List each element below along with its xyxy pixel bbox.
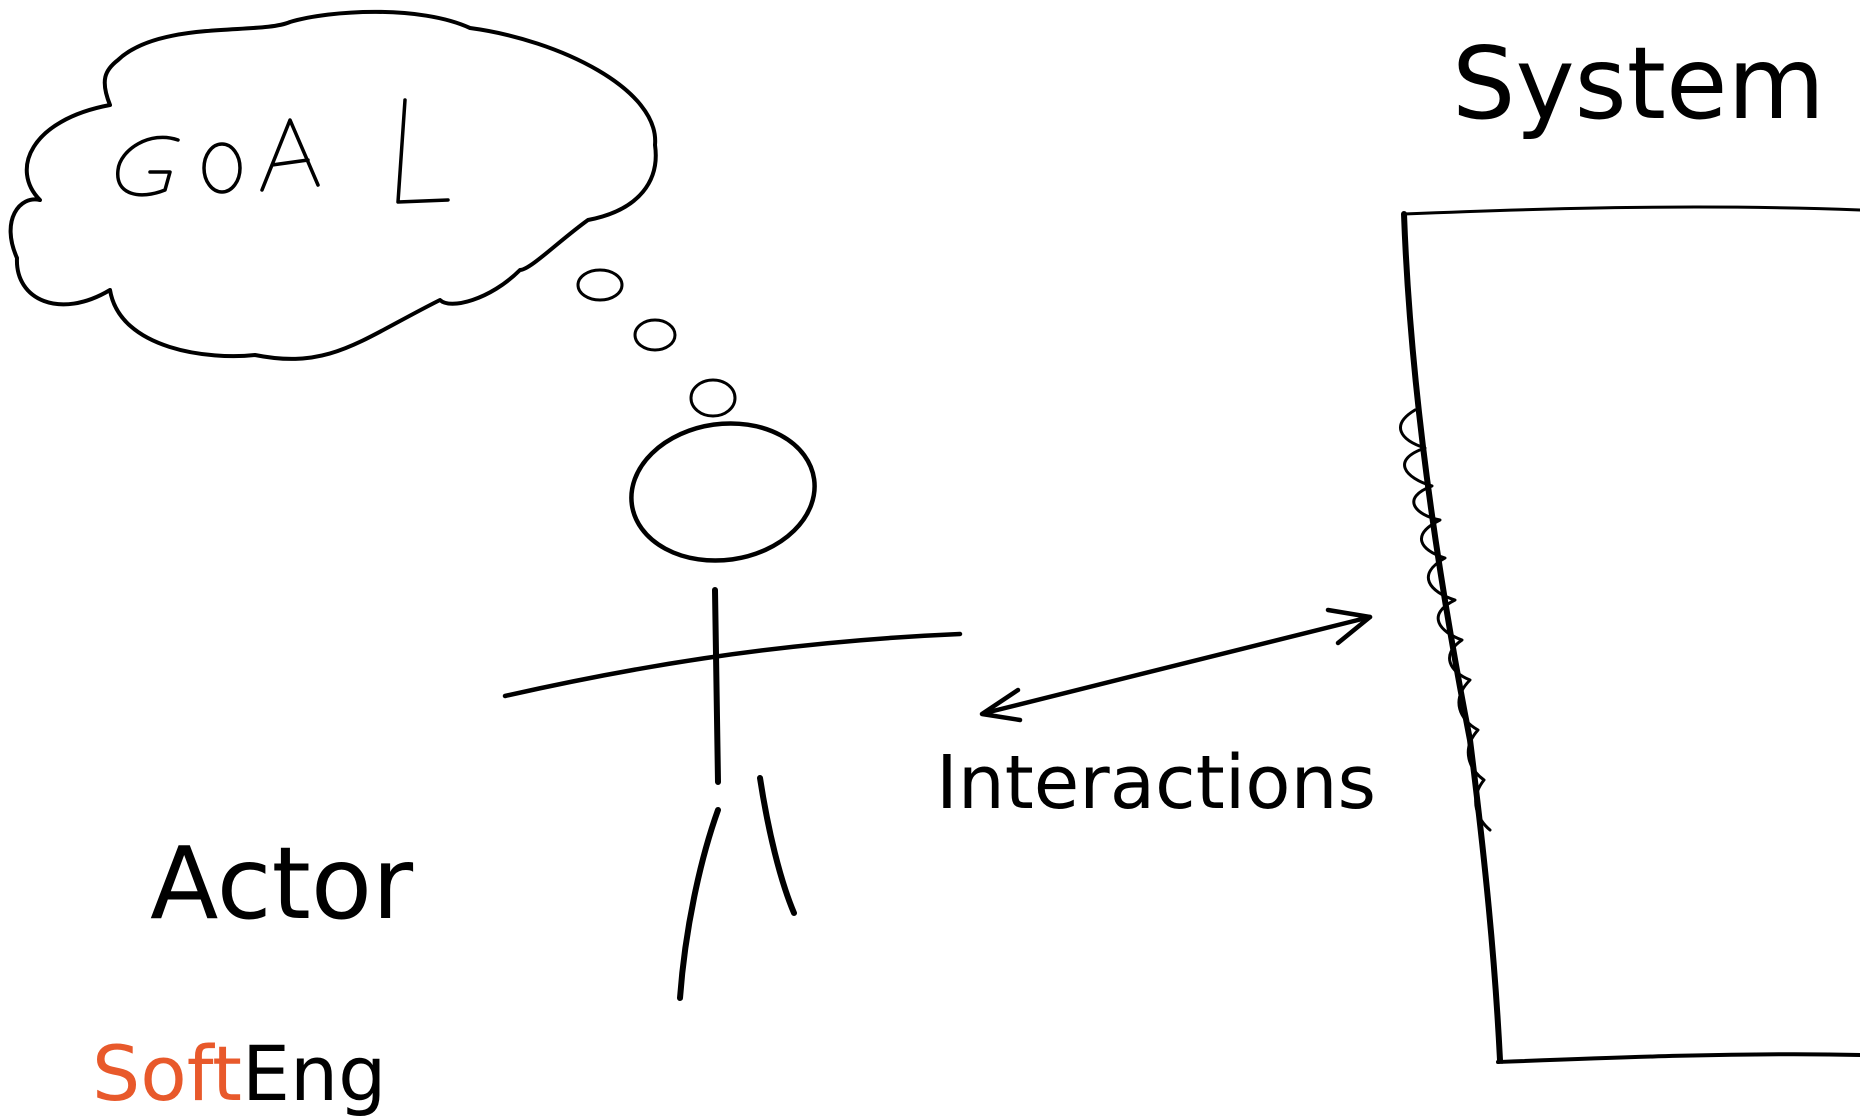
sketch-drawing [8,9,1860,1064]
thought-cloud [8,9,658,361]
interface-squiggle [1399,408,1492,832]
interaction-arrow [979,607,1373,723]
actor-leg-right [757,775,797,916]
actor-arms [502,631,963,699]
thought-bubble-2 [633,318,677,352]
actor-body [712,587,721,785]
softeng-logo: SoftEng [92,1036,386,1112]
system-label: System [1452,25,1825,142]
logo-soft: Soft [92,1029,242,1118]
thought-bubble-1 [576,268,624,302]
logo-eng: Eng [241,1029,387,1118]
actor-leg-left [677,807,721,1001]
actor-head [629,421,817,563]
system-boundary-top [1402,205,1860,216]
interactions-label: Interactions [936,740,1377,826]
actor-label: Actor [150,825,414,942]
thought-bubble-3 [689,378,737,418]
system-boundary-bottom [1496,1052,1860,1064]
goal-handwriting [116,98,450,204]
diagram-canvas: System Actor Interactions SoftEng [8,9,1860,1112]
